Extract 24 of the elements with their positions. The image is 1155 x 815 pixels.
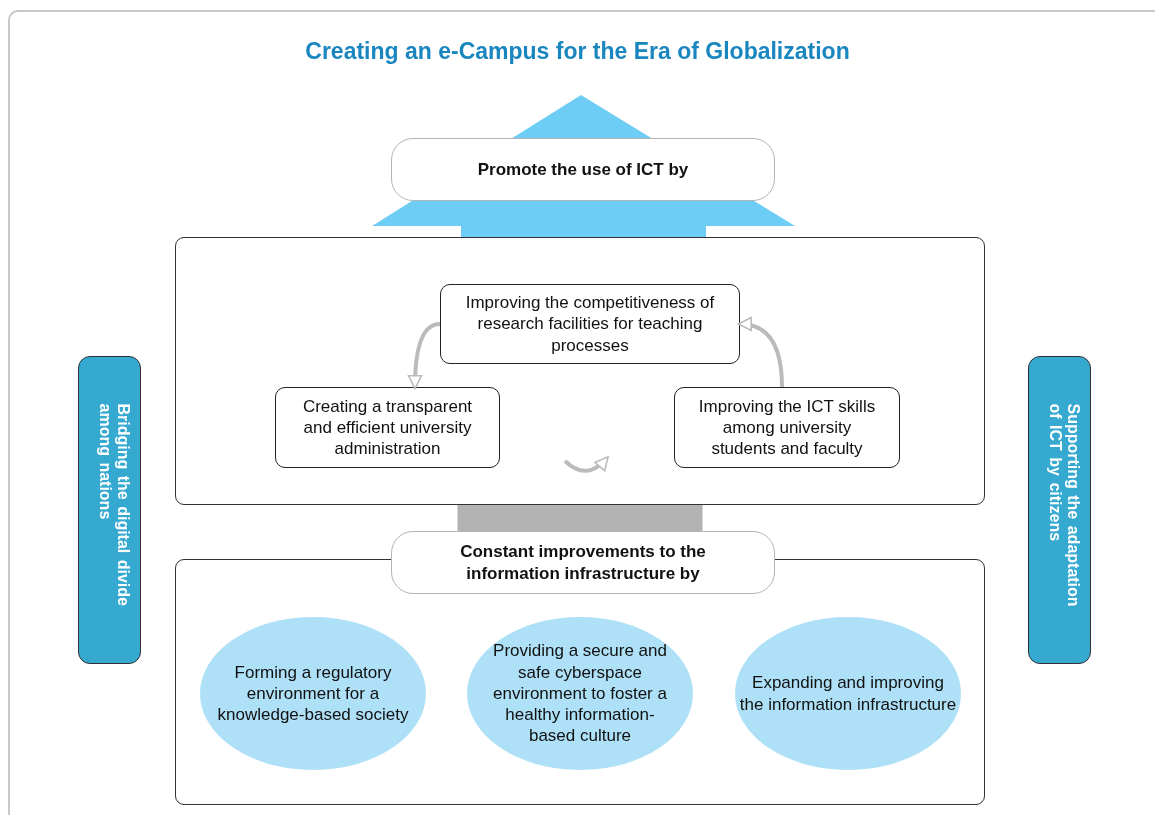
diagram-title: Creating an e-Campus for the Era of Globalization bbox=[304, 38, 851, 65]
curved-arrow bbox=[563, 456, 609, 473]
node-text: Bridging the digital divide among nations bbox=[95, 403, 132, 608]
panel-box bbox=[175, 559, 985, 805]
node-text: Improving the competitiveness of research facilities for teaching processes bbox=[464, 292, 716, 356]
side-band bbox=[1028, 356, 1091, 664]
connector-bar bbox=[457, 505, 703, 531]
node-text: Creating a transparent and efficient university administration bbox=[301, 395, 474, 460]
panel-box bbox=[175, 237, 985, 505]
process-box bbox=[440, 284, 740, 364]
header-box bbox=[391, 138, 775, 201]
curved-arrow bbox=[737, 317, 784, 388]
node-text: Promote the use of ICT by bbox=[476, 158, 690, 181]
node-text: Expanding and improving the information infrastructure bbox=[739, 672, 957, 715]
header-box bbox=[391, 531, 775, 594]
side-band bbox=[78, 356, 141, 664]
process-box bbox=[275, 387, 500, 468]
process-box bbox=[674, 387, 900, 468]
node-text: Improving the ICT skills among university students and faculty bbox=[697, 395, 877, 460]
node-text: Forming a regulatory environment for a knowledge-based society bbox=[216, 661, 410, 726]
curved-arrow bbox=[408, 322, 441, 390]
node-text: Providing a secure and safe cyberspace environment to foster a healthy information-based culture bbox=[492, 640, 668, 747]
node-text: Constant improvements to the information infrastructure by bbox=[459, 541, 707, 584]
node-text: Supporting the adaptation of ICT by citizens bbox=[1045, 403, 1082, 609]
